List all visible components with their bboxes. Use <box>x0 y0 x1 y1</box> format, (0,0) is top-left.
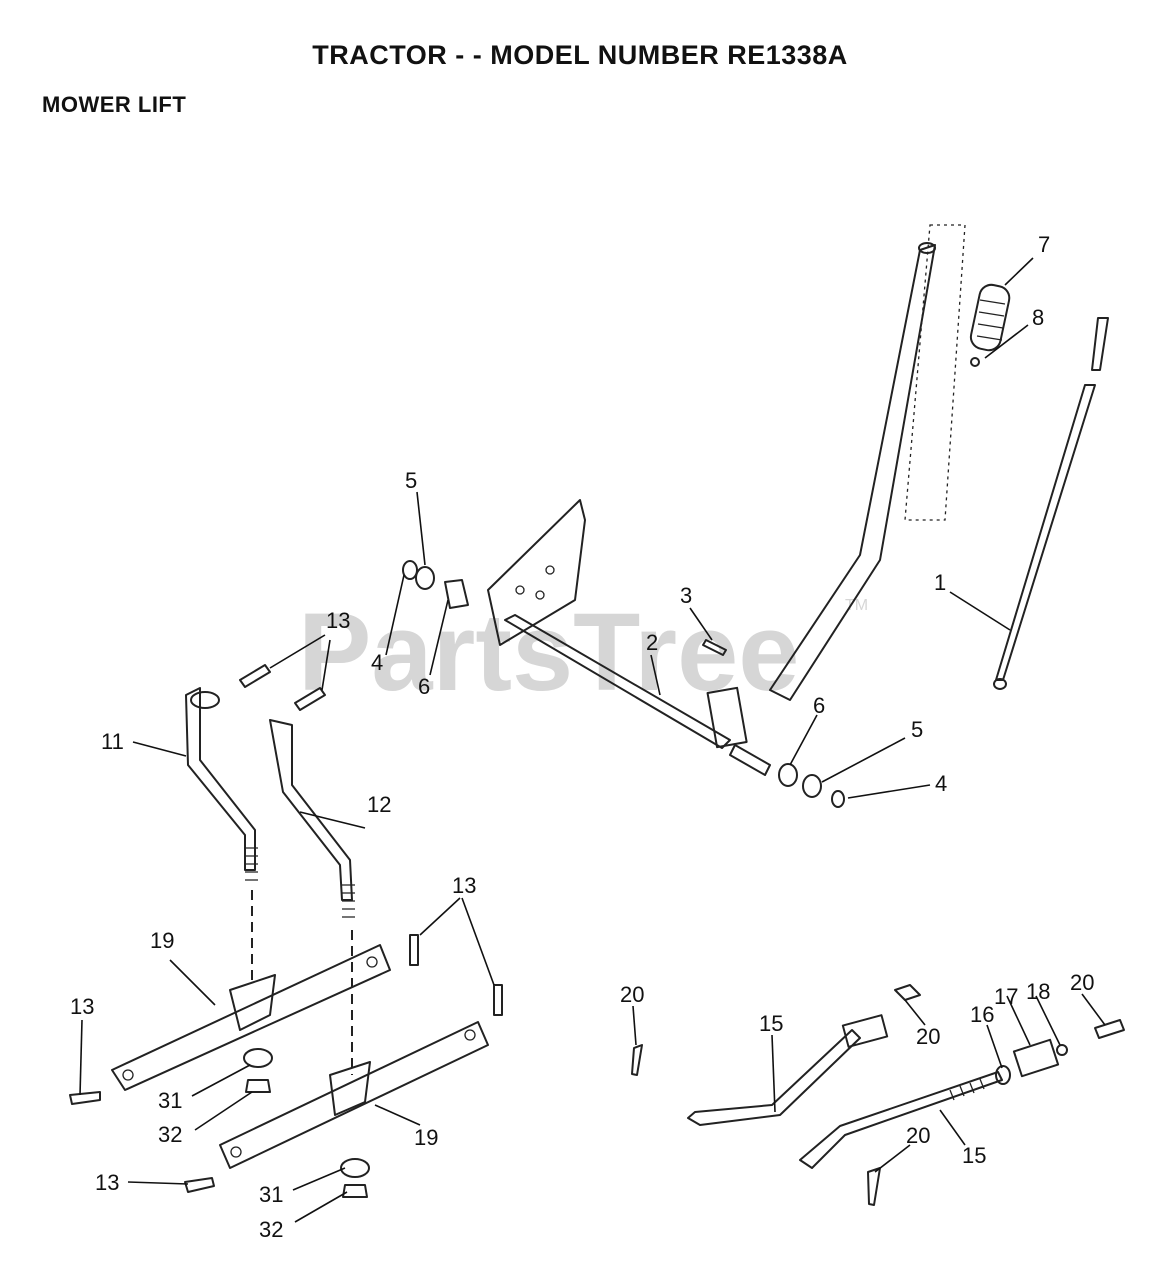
callout-label: 32 <box>158 1122 182 1147</box>
nut-upper <box>245 1079 271 1093</box>
shaft-end <box>729 744 771 776</box>
cotter-pin <box>631 1044 643 1076</box>
link-right-thread <box>342 884 355 918</box>
lift-arm-hole <box>230 1146 242 1158</box>
callout-label: 16 <box>970 1002 994 1027</box>
retaining-ring <box>402 560 418 580</box>
clevis-pin <box>493 984 503 1016</box>
adjust-rod <box>1091 317 1109 371</box>
pin <box>702 639 727 656</box>
watermark-trademark: TM <box>845 597 868 614</box>
callout-label: 3 <box>680 583 692 608</box>
lift-arm-hole <box>464 1029 476 1041</box>
callout-label: 20 <box>906 1123 930 1148</box>
callout-label: 18 <box>1026 979 1050 1004</box>
washer-right <box>802 774 822 798</box>
bracket-hole <box>535 590 545 600</box>
callout-labels: 7 8 5 1 3 13 2 4 6 6 5 4 11 12 13 19 13 … <box>70 232 1094 1242</box>
cotter-pin <box>894 984 921 1001</box>
bracket-hole <box>545 565 555 575</box>
spacer-upper <box>243 1048 273 1068</box>
callout-label: 6 <box>418 674 430 699</box>
grip-collar <box>970 357 980 367</box>
callout-label: 31 <box>158 1088 182 1113</box>
callout-label: 5 <box>911 717 923 742</box>
lift-bracket <box>487 499 586 646</box>
callout-label: 2 <box>646 630 658 655</box>
callout-label: 7 <box>1038 232 1050 257</box>
clevis-pin <box>409 934 419 966</box>
bracket-hole <box>515 585 525 595</box>
lever-grip-ribs <box>976 299 1006 341</box>
callout-label: 32 <box>259 1217 283 1242</box>
jam-nut <box>995 1065 1011 1085</box>
lever-grip <box>969 283 1011 352</box>
callout-label: 6 <box>813 693 825 718</box>
callout-label: 15 <box>962 1143 986 1168</box>
trunnion-pin <box>1056 1044 1068 1056</box>
cotter-pin <box>867 1167 881 1206</box>
clevis-pin <box>294 687 326 711</box>
adjust-rod-shaft <box>995 384 1096 681</box>
lift-arm-upper <box>111 944 391 1091</box>
section-subtitle: MOWER LIFT <box>42 92 187 117</box>
shaft-arm-block <box>706 686 748 749</box>
bushing-right <box>778 763 798 787</box>
trunnion <box>1012 1038 1060 1078</box>
callout-label: 19 <box>414 1125 438 1150</box>
callout-label: 20 <box>620 982 644 1007</box>
link-left-top <box>190 691 220 709</box>
lift-arm-lower-boss <box>329 1061 371 1116</box>
lift-arm-upper-boss <box>229 974 276 1031</box>
callout-label: 1 <box>934 570 946 595</box>
cotter-pin <box>1094 1019 1125 1039</box>
lift-arm-hole <box>366 956 378 968</box>
callout-label: 20 <box>1070 970 1094 995</box>
rod-clevis <box>841 1014 889 1048</box>
link-left-thread <box>245 847 258 881</box>
lift-arm-hole <box>122 1069 134 1081</box>
callout-label: 13 <box>70 994 94 1019</box>
adjust-rod-end <box>993 678 1007 690</box>
callout-label: 19 <box>150 928 174 953</box>
lift-shaft <box>504 614 731 749</box>
rod-lower-thread <box>949 1078 985 1101</box>
callout-label: 13 <box>95 1170 119 1195</box>
control-rod-upper <box>687 1029 861 1126</box>
callout-label: 15 <box>759 1011 783 1036</box>
spacer-lower <box>340 1158 370 1178</box>
callout-label: 5 <box>405 468 417 493</box>
lift-link-left <box>185 687 256 871</box>
callout-label: 20 <box>916 1024 940 1049</box>
washer <box>415 566 435 590</box>
clevis-pin <box>239 664 271 688</box>
control-rod-lower <box>799 1071 1003 1169</box>
callout-label: 17 <box>994 984 1018 1009</box>
lift-lever-top <box>918 242 936 254</box>
retaining-ring-right <box>831 790 845 808</box>
callout-label: 11 <box>101 729 124 754</box>
callout-label: 4 <box>371 650 383 675</box>
callout-leaders <box>79 257 1106 1223</box>
nut-lower <box>342 1184 368 1198</box>
callout-label: 12 <box>367 792 391 817</box>
callout-label: 13 <box>452 873 476 898</box>
lift-arm-lower <box>219 1021 489 1169</box>
lift-link-right <box>269 719 353 901</box>
callout-label: 13 <box>326 608 350 633</box>
bushing <box>444 579 469 609</box>
callout-label: 31 <box>259 1182 283 1207</box>
callout-label: 4 <box>935 771 947 796</box>
steering-column-outline <box>904 224 966 521</box>
clevis-pin <box>69 1091 101 1105</box>
lift-lever <box>769 244 936 701</box>
callout-label: 8 <box>1032 305 1044 330</box>
clevis-pin <box>184 1177 215 1193</box>
page-title: TRACTOR - - MODEL NUMBER RE1338A <box>312 40 848 70</box>
